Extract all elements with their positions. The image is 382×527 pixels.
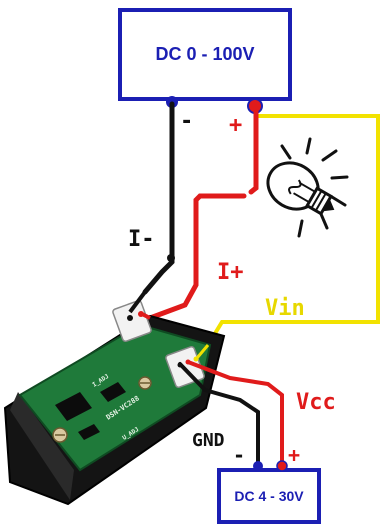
source-box-frame (118, 8, 292, 101)
supply-pos-terminal (276, 460, 288, 472)
meter-chips (55, 382, 126, 440)
source-box: DC 0 - 100V (118, 8, 292, 101)
supply-box-label: DC 4 - 30V (234, 488, 304, 504)
label-i-minus: I- (128, 227, 155, 252)
source-neg-sign: - (180, 109, 193, 134)
wire-i-minus (142, 101, 175, 295)
wire-vin (206, 114, 380, 347)
wire-i-minus-node (167, 254, 175, 262)
wire-lamp-feed (248, 109, 259, 195)
meter-trimmers (52, 376, 152, 443)
lamp-icon (266, 137, 349, 238)
supply-box: DC 4 - 30V (217, 468, 321, 524)
source-box-label: DC 0 - 100V (155, 44, 254, 64)
meter-case-front (10, 392, 74, 500)
label-i-plus: I+ (217, 260, 244, 285)
label-gnd: GND (192, 430, 225, 451)
supply-neg-sign: - (233, 443, 245, 467)
supply-pos-sign: + (288, 443, 300, 467)
supply-neg-terminal (253, 461, 263, 471)
wire-i-plus (147, 193, 247, 321)
source-pos-sign: + (229, 113, 242, 138)
wire-gnd (178, 362, 260, 466)
supply-box-frame (217, 468, 321, 524)
voltmeter-ammeter-module: DSN-VC288 I_ADJ U_ADJ (3, 290, 226, 506)
wire-vcc (186, 360, 284, 466)
label-vcc: Vcc (296, 390, 336, 415)
label-vin: Vin (265, 296, 305, 321)
